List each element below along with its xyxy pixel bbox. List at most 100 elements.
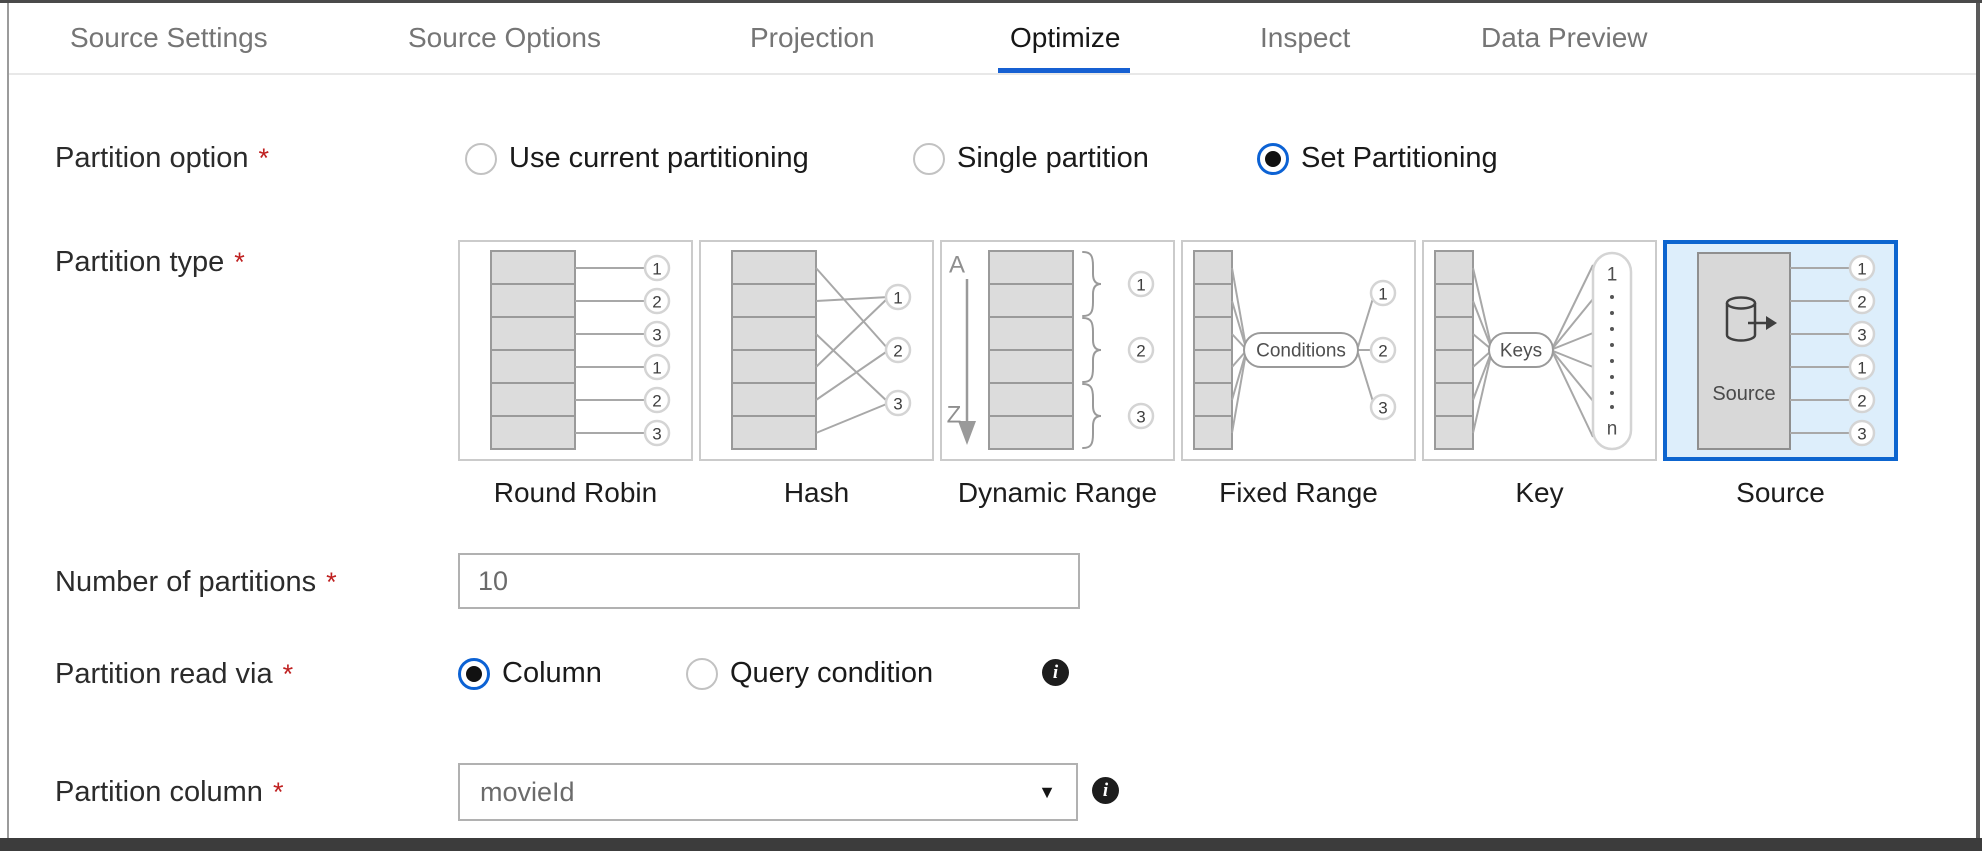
partition-number-circles: 1 2 3 1 2 3 bbox=[1848, 254, 1875, 446]
radio-query-condition[interactable]: Query condition bbox=[686, 657, 933, 690]
partition-boxes bbox=[1192, 249, 1233, 450]
tab-source-settings[interactable]: Source Settings bbox=[70, 22, 268, 53]
info-icon[interactable]: i bbox=[1042, 659, 1069, 686]
circle-number: 3 bbox=[1378, 398, 1387, 417]
radio-single-partition[interactable]: Single partition bbox=[913, 142, 1149, 175]
caption-dynamic-range: Dynamic Range bbox=[957, 477, 1158, 508]
radio-circle[interactable] bbox=[686, 657, 718, 690]
dynamic-range-diagram: A Z 1 2 3 bbox=[946, 249, 1154, 450]
database-icon bbox=[1725, 295, 1777, 342]
number-of-partitions-input[interactable] bbox=[458, 553, 1080, 609]
circle-number: 2 bbox=[1857, 292, 1866, 311]
partition-number-circles: 1 2 3 1 2 3 bbox=[643, 254, 670, 446]
window-border-bottom bbox=[0, 838, 1982, 851]
key-range-pill bbox=[1591, 251, 1632, 450]
sort-arrowhead bbox=[957, 420, 976, 445]
circle-number: 3 bbox=[652, 424, 661, 443]
circle-number: 2 bbox=[1857, 391, 1866, 410]
info-icon[interactable]: i bbox=[1092, 777, 1119, 804]
partition-boxes bbox=[1433, 249, 1474, 450]
partition-type-label: Partition type* bbox=[55, 246, 245, 279]
radio-circle[interactable] bbox=[465, 142, 497, 175]
partition-column-value: movieId bbox=[480, 776, 575, 807]
round-robin-diagram: 1 2 3 1 2 3 bbox=[489, 249, 670, 450]
circle-number: 3 bbox=[1857, 325, 1866, 344]
circle-number: 1 bbox=[893, 288, 902, 307]
caption-hash: Hash bbox=[783, 477, 850, 508]
connector-lines bbox=[1471, 264, 1594, 437]
partition-column-label: Partition column* bbox=[55, 776, 283, 809]
partition-read-via-label-text: Partition read via bbox=[55, 658, 273, 690]
circle-number: 2 bbox=[1378, 341, 1387, 360]
circle-number: 1 bbox=[1857, 358, 1866, 377]
circle-number: 1 bbox=[1136, 275, 1145, 294]
source-diagram: Source 1 2 3 1 2 3 bbox=[1696, 251, 1875, 450]
tab-projection[interactable]: Projection bbox=[750, 22, 875, 53]
window-border-left bbox=[7, 3, 9, 838]
conditions-pill-label: Conditions bbox=[1256, 340, 1346, 361]
partition-number-circles: 1 2 3 bbox=[884, 283, 911, 416]
circle-number: 2 bbox=[1136, 341, 1145, 360]
sort-letter-a: A bbox=[948, 251, 964, 278]
radio-use-current-partitioning[interactable]: Use current partitioning bbox=[465, 142, 809, 175]
radio-label: Single partition bbox=[957, 142, 1149, 174]
partition-boxes bbox=[730, 249, 817, 450]
caption-source: Source bbox=[1736, 477, 1825, 508]
connector-lines bbox=[574, 266, 645, 434]
range-bottom-label: n bbox=[1606, 418, 1617, 439]
partition-read-via-label: Partition read via* bbox=[55, 658, 293, 691]
connector-lines bbox=[1230, 267, 1375, 433]
source-box-label: Source bbox=[1712, 383, 1775, 405]
tile-dynamic-range[interactable]: A Z 1 2 3 bbox=[940, 240, 1175, 461]
tab-bar: Source Settings Source Options Projectio… bbox=[9, 3, 1976, 75]
circle-number: 2 bbox=[652, 391, 661, 410]
circle-number: 1 bbox=[652, 259, 661, 278]
tab-data-preview[interactable]: Data Preview bbox=[1481, 22, 1648, 53]
radio-circle-selected[interactable] bbox=[1257, 142, 1289, 175]
radio-set-partitioning[interactable]: Set Partitioning bbox=[1257, 142, 1498, 175]
tile-round-robin[interactable]: 1 2 3 1 2 3 bbox=[458, 240, 693, 461]
circle-number: 3 bbox=[1857, 424, 1866, 443]
connector-lines bbox=[1789, 266, 1850, 434]
hash-diagram: 1 2 3 bbox=[730, 249, 911, 450]
tab-inspect[interactable]: Inspect bbox=[1260, 22, 1351, 53]
partition-option-label: Partition option* bbox=[55, 142, 269, 175]
key-diagram: Keys 1 n bbox=[1433, 249, 1632, 450]
radio-column[interactable]: Column bbox=[458, 657, 602, 690]
radio-circle-selected[interactable] bbox=[458, 657, 490, 690]
number-of-partitions-label: Number of partitions* bbox=[55, 566, 337, 599]
keys-pill-label: Keys bbox=[1499, 340, 1541, 361]
conditions-pill bbox=[1242, 331, 1359, 368]
circle-number: 1 bbox=[1378, 284, 1387, 303]
number-of-partitions-label-text: Number of partitions bbox=[55, 566, 317, 598]
caption-key: Key bbox=[1515, 477, 1564, 508]
partition-type-captions: Round Robin Hash Dynamic Range Fixed Ran… bbox=[458, 477, 1898, 509]
partition-type-label-text: Partition type bbox=[55, 246, 225, 278]
keys-pill bbox=[1487, 331, 1554, 368]
tile-key[interactable]: Keys 1 n bbox=[1422, 240, 1657, 461]
tile-source[interactable]: Source 1 2 3 1 2 3 bbox=[1663, 240, 1898, 461]
range-braces bbox=[1081, 250, 1101, 449]
tab-optimize[interactable]: Optimize bbox=[997, 3, 1131, 73]
partition-boxes bbox=[987, 249, 1074, 450]
radio-label: Query condition bbox=[730, 657, 934, 689]
circle-number: 1 bbox=[1857, 259, 1866, 278]
partition-column-dropdown[interactable]: movieId ▼ bbox=[458, 763, 1078, 821]
tile-fixed-range[interactable]: Conditions 1 2 3 bbox=[1181, 240, 1416, 461]
source-box bbox=[1696, 251, 1791, 450]
tab-source-options[interactable]: Source Options bbox=[408, 22, 601, 53]
fixed-range-diagram: Conditions 1 2 3 bbox=[1192, 249, 1396, 450]
partition-number-circles: 1 2 3 bbox=[1369, 279, 1396, 420]
partition-option-label-text: Partition option bbox=[55, 142, 249, 174]
radio-circle[interactable] bbox=[913, 142, 945, 175]
tile-hash[interactable]: 1 2 3 bbox=[699, 240, 934, 461]
partition-boxes bbox=[489, 249, 576, 450]
radio-label: Column bbox=[502, 657, 602, 689]
caption-round-robin: Round Robin bbox=[493, 477, 658, 508]
circle-number: 3 bbox=[652, 325, 661, 344]
window-border-top bbox=[0, 0, 1982, 3]
partition-number-circles: 1 2 3 bbox=[1127, 270, 1154, 429]
sort-letter-z: Z bbox=[946, 401, 961, 428]
chevron-down-icon: ▼ bbox=[1038, 781, 1056, 802]
range-dots bbox=[1609, 294, 1614, 409]
